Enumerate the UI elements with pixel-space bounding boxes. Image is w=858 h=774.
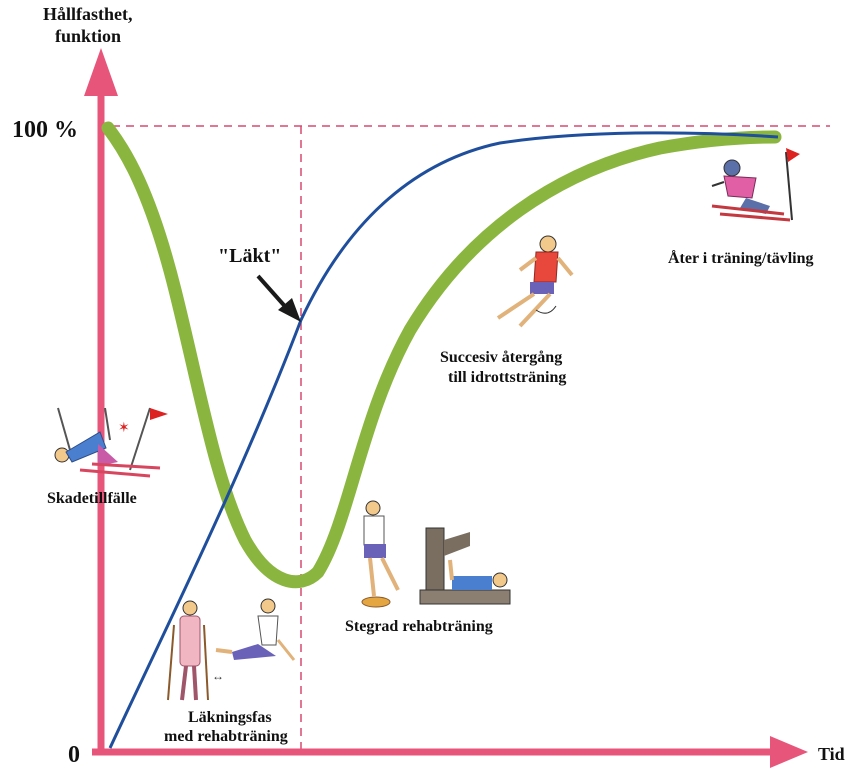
y-axis (84, 48, 118, 752)
runner-icon (496, 235, 574, 328)
svg-text:↔: ↔ (212, 669, 224, 683)
phase-healing-label-line2: med rehabträning (164, 728, 288, 745)
skier-falling-icon: ✶ (54, 407, 168, 478)
phase-return-label-line1: Succesiv återgång (440, 349, 562, 366)
skier-racing-icon (711, 148, 800, 222)
phase-injury-label: Skadetillfälle (47, 490, 137, 507)
origin-tick: 0 (68, 742, 80, 768)
phase-graded-label: Stegrad rehabträning (345, 618, 493, 635)
strength-curve (108, 131, 779, 749)
crutches-and-stretching-figures-icon: ↔ (167, 598, 296, 701)
function-curve (101, 121, 782, 589)
y-tick-100: 100 % (12, 117, 78, 143)
phase-return-label-line2: till idrottsträning (448, 369, 566, 386)
healed-arrow (256, 274, 301, 322)
healed-label: "Läkt" (218, 245, 281, 267)
phase-back-label: Åter i träning/tävling (668, 249, 813, 267)
y-axis-title-line2: funktion (55, 26, 121, 46)
y-axis-title-line1: Hållfasthet, (43, 4, 133, 24)
x-axis (92, 736, 808, 768)
balance-board-and-leg-press-icon (361, 500, 511, 608)
phase-healing-label-line1: Läkningsfas (188, 709, 272, 726)
svg-text:✶: ✶ (118, 421, 130, 436)
x-axis-title: Tid (818, 744, 845, 764)
